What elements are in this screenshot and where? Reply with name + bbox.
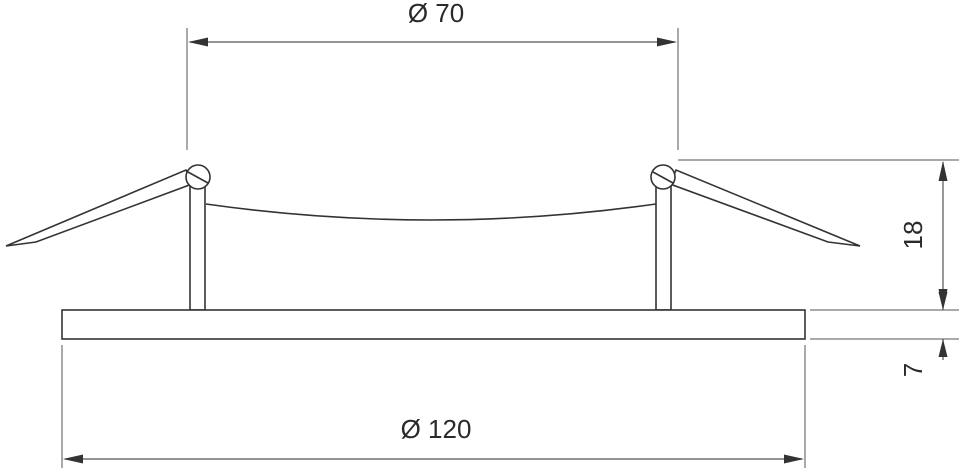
clip-pivot-slot-right — [652, 171, 674, 184]
dim-label-height-upper: 18 — [898, 221, 928, 250]
clip-post-left — [189, 183, 206, 311]
arrowhead-down-7 — [938, 292, 948, 310]
dimension-heights: 18 7 — [678, 159, 959, 377]
dim-label-height-lower: 7 — [898, 363, 928, 377]
arrowhead-up-18 — [938, 161, 948, 181]
tension-wire — [205, 203, 657, 221]
clip-post-right — [655, 183, 672, 311]
arrowhead-right-bottom — [784, 454, 804, 464]
arrowhead-right-top — [657, 37, 677, 47]
base-ring — [61, 309, 806, 340]
clip-blade-right — [668, 168, 861, 247]
clip-blade-left — [5, 168, 194, 247]
dimension-top-diameter: Ø 70 — [186, 0, 679, 150]
dimension-bottom-diameter: Ø 120 — [61, 345, 806, 468]
spring-clip-right — [650, 164, 861, 311]
arrowhead-left-bottom — [63, 454, 83, 464]
dim-label-top-diameter: Ø 70 — [408, 0, 464, 28]
arrowhead-left-top — [188, 37, 208, 47]
spring-clip-left — [5, 164, 211, 311]
clip-pivot-slot-left — [187, 171, 209, 184]
arrowhead-up-7 — [938, 339, 948, 357]
dim-label-bottom-diameter: Ø 120 — [401, 414, 472, 444]
